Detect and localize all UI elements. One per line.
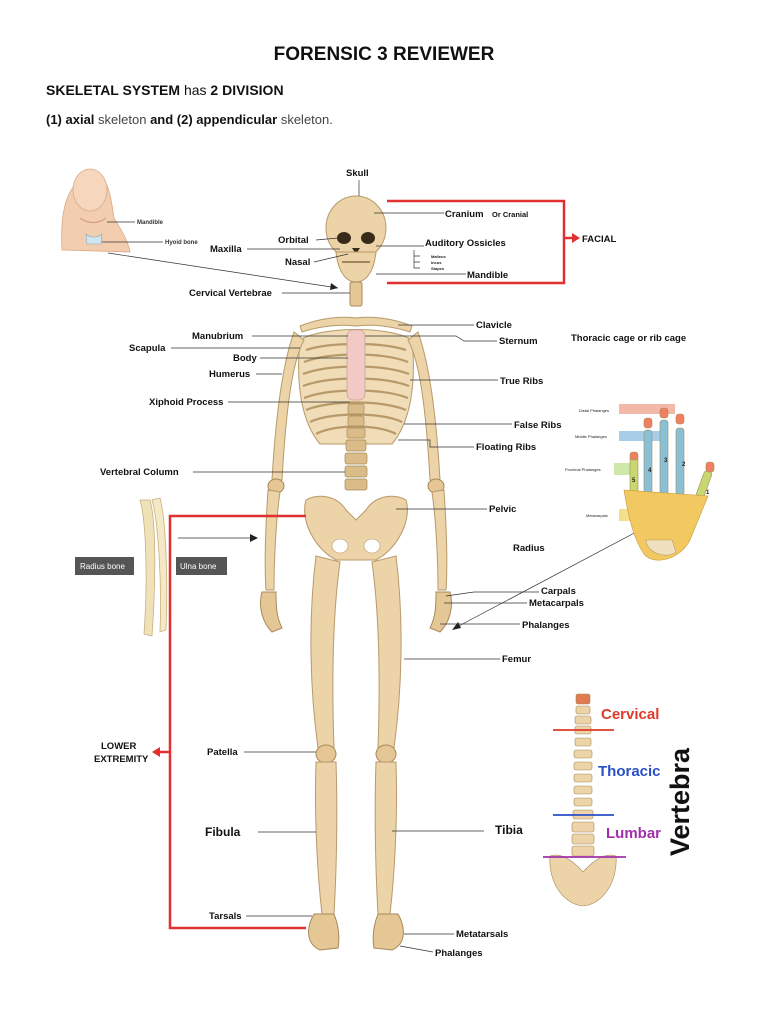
humerus-label: Humerus [209,369,250,380]
false-ribs-label: False Ribs [514,420,562,431]
thoracic-region-label: Thoracic [598,763,661,780]
scapula-label: Scapula [129,343,166,354]
fibula-label: Fibula [205,825,241,839]
clavicle-label: Clavicle [476,320,512,331]
skeleton-figure [259,195,453,951]
floating-ribs-label: Floating Ribs [476,442,536,453]
carpals-label: Carpals [541,586,576,597]
hand-inset: Distal Phalanges Middle Phalanges Proxim… [565,404,715,561]
division-heading: SKELETAL SYSTEM has 2 DIVISION [46,82,284,98]
auditory-ossicles-label: Auditory Ossicles [425,238,506,249]
head-neck-inset [61,168,131,253]
tibia-label: Tibia [495,823,523,837]
skeleton-text-1: skeleton [94,112,151,127]
skeletal-system-text: SKELETAL SYSTEM [46,82,181,98]
sternum-label: Sternum [499,336,538,347]
phalanges-hand-label: Phalanges [522,620,570,631]
mandible-inset-label: Mandible [137,220,164,226]
axial-text: (1) axial [46,112,95,127]
appendicular-text: and (2) appendicular [150,112,278,127]
distal-phalanges-label: Distal Phalanges [579,408,609,413]
cervical-region-label: Cervical [601,706,659,723]
femur-label: Femur [502,654,531,665]
skull-label: Skull [346,168,369,179]
vertebral-column-label: Vertebral Column [100,467,179,478]
xiphoid-process-label: Xiphoid Process [149,397,223,408]
cervical-vertebrae-label: Cervical Vertebrae [189,288,272,299]
mandible-label: Mandible [467,270,508,281]
lumbar-region-label: Lumbar [606,825,661,842]
facial-label: FACIAL [582,234,617,245]
malleus-label: Malleus [431,254,446,259]
page-title: FORENSIC 3 REVIEWER [273,44,495,65]
patella-label: Patella [207,747,238,758]
true-ribs-label: True Ribs [500,376,543,387]
lower-extremity-label-line1: LOWER [101,741,136,752]
orbital-label: Orbital [278,235,309,246]
proximal-phalanges-label: Proximal Phalanges [565,467,601,472]
lower-extremity-label-line2: EXTREMITY [94,754,149,765]
radius-ulna-inset [139,497,168,637]
incus-label: Incus [431,260,442,265]
vertebra-inset: Cervical Thoracic Lumbar Vertebra [543,693,695,907]
tarsals-label: Tarsals [209,911,242,922]
finger-number-5: 5 [632,478,636,484]
hyoid-bone-label: Hyoid bone [165,240,198,246]
metacarpals-inset-label: Metacarpals [586,513,608,518]
phalanges-foot-label: Phalanges [435,948,483,959]
ulna-bone-tag [176,557,227,575]
thoracic-cage-label: Thoracic cage or rib cage [571,333,686,344]
radius-bone-label: Radius bone [80,562,125,571]
pelvic-label: Pelvic [489,504,516,515]
middle-phalanges-label: Middle Phalanges [575,434,607,439]
finger-number-1: 1 [706,490,710,496]
finger-number-3: 3 [664,458,668,464]
finger-number-2: 2 [682,462,686,468]
skeleton-text-2: skeleton. [277,112,333,127]
ulna-bone-label: Ulna bone [180,562,217,571]
metatarsals-label: Metatarsals [456,929,508,940]
radius-bone-tag [75,557,134,575]
nasal-label: Nasal [285,257,310,268]
maxilla-label: Maxilla [210,244,242,255]
radius-label: Radius [513,543,545,554]
or-cranial-label: Or Cranial [492,210,528,219]
two-division-text: 2 DIVISION [210,82,284,98]
cranium-label: Cranium [445,209,484,220]
has-text: has [180,82,211,98]
manubrium-label: Manubrium [192,331,243,342]
body-label: Body [233,353,257,364]
division-list: (1) axial skeleton and (2) appendicular … [46,112,333,127]
metacarpals-label: Metacarpals [529,598,584,609]
finger-number-4: 4 [648,468,652,474]
vertebra-title: Vertebra [665,747,695,856]
stapes-label: Stapes [431,266,445,271]
